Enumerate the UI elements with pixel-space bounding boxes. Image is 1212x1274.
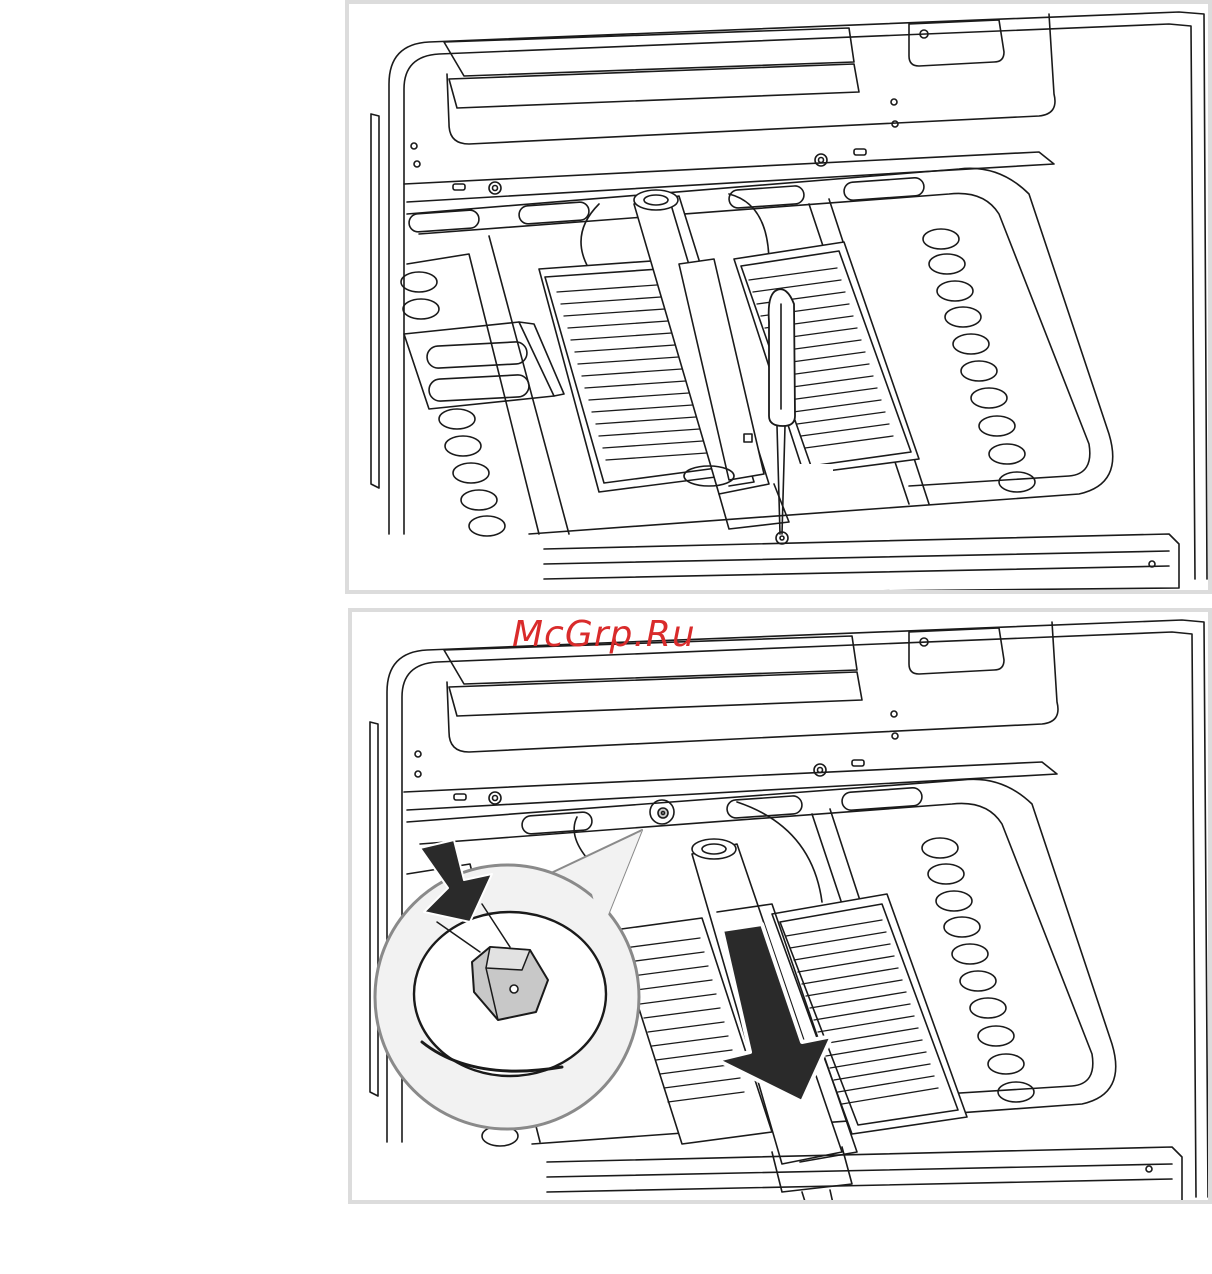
oven-illustration-step-1 xyxy=(349,4,1212,594)
figure-step-1 xyxy=(345,0,1212,594)
watermark-text: McGrp.Ru xyxy=(512,614,696,655)
figure-step-2 xyxy=(348,608,1212,1204)
magnifier-callout xyxy=(375,830,642,1129)
oven-illustration-step-2 xyxy=(352,612,1212,1204)
